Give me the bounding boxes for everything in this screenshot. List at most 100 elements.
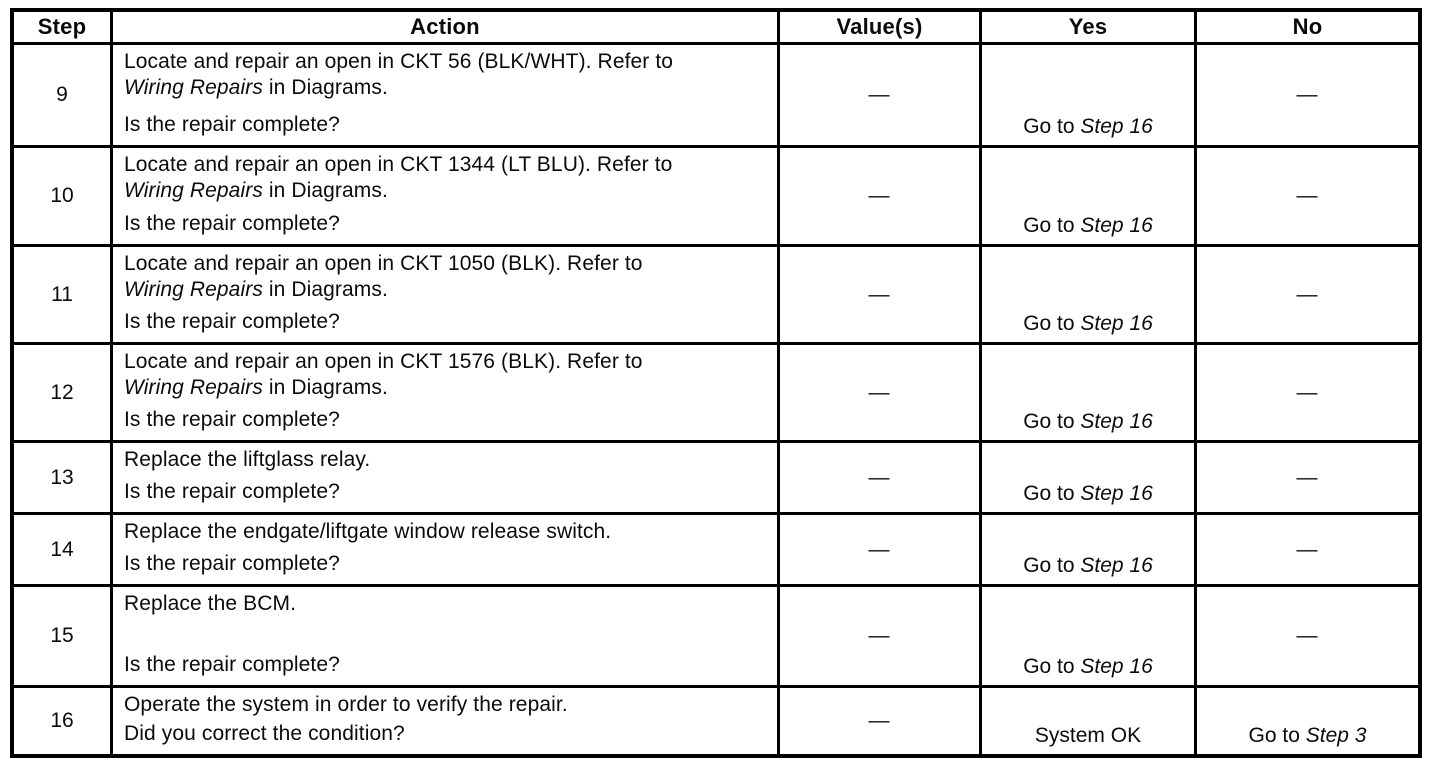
value-cell: — bbox=[780, 515, 979, 584]
action-cell: Operate the system in order to verify th… bbox=[113, 688, 777, 754]
yes-text: Go to Step 16 bbox=[1023, 410, 1153, 434]
action-reference: Wiring Repairs bbox=[124, 179, 263, 203]
action-cell: Replace the liftglass relay. Is the repa… bbox=[113, 443, 777, 512]
action-reference: Wiring Repairs bbox=[124, 278, 263, 302]
action-line2-rest: in Diagrams. bbox=[262, 76, 388, 100]
no-cell: — bbox=[1197, 247, 1418, 342]
yes-text: Go to Step 16 bbox=[1023, 312, 1153, 336]
yes-text: Go to Step 16 bbox=[1023, 115, 1153, 139]
yes-cell: Go to Step 16 bbox=[982, 247, 1194, 342]
yes-cell: Go to Step 16 bbox=[982, 345, 1194, 440]
action-cell: Locate and repair an open in CKT 1576 (B… bbox=[113, 345, 777, 440]
yes-prefix: Go to bbox=[1023, 554, 1081, 577]
yes-text: Go to Step 16 bbox=[1023, 655, 1153, 679]
action-question: Is the repair complete? bbox=[124, 551, 340, 575]
action-line2: Wiring Repairs in Diagrams. bbox=[124, 375, 769, 401]
action-text: Locate and repair an open in CKT 1344 (L… bbox=[124, 152, 769, 204]
step-number: 11 bbox=[14, 247, 110, 342]
action-line2-rest: in Diagrams. bbox=[262, 179, 388, 203]
action-text: Locate and repair an open in CKT 1576 (B… bbox=[124, 349, 769, 401]
no-cell: — bbox=[1197, 148, 1418, 244]
action-text: Locate and repair an open in CKT 56 (BLK… bbox=[124, 49, 769, 101]
action-cell: Locate and repair an open in CKT 56 (BLK… bbox=[113, 45, 777, 145]
step-number: 15 bbox=[14, 587, 110, 685]
diagnostic-table: Step Action Value(s) Yes No 9 Locate and… bbox=[10, 8, 1422, 758]
yes-cell: Go to Step 16 bbox=[982, 515, 1194, 584]
action-line1: Locate and repair an open in CKT 1344 (L… bbox=[124, 153, 673, 176]
action-reference: Wiring Repairs bbox=[124, 76, 263, 100]
value-cell: — bbox=[780, 587, 979, 685]
no-cell: — bbox=[1197, 515, 1418, 584]
no-cell: — bbox=[1197, 45, 1418, 145]
header-step: Step bbox=[14, 12, 110, 42]
step-number: 10 bbox=[14, 148, 110, 244]
action-line1: Locate and repair an open in CKT 1050 (B… bbox=[124, 252, 643, 275]
header-values: Value(s) bbox=[780, 12, 979, 42]
yes-prefix: Go to bbox=[1023, 410, 1081, 433]
action-cell: Replace the BCM. Is the repair complete? bbox=[113, 587, 777, 685]
yes-text: Go to Step 16 bbox=[1023, 214, 1153, 238]
no-cell: Go to Step 3 bbox=[1197, 688, 1418, 754]
action-line2: Wiring Repairs in Diagrams. bbox=[124, 75, 769, 101]
action-cell: Replace the endgate/liftgate window rele… bbox=[113, 515, 777, 584]
action-reference: Wiring Repairs bbox=[124, 376, 263, 400]
action-question: Is the repair complete? bbox=[124, 211, 340, 235]
yes-text: System OK bbox=[1035, 724, 1141, 748]
header-yes: Yes bbox=[982, 12, 1194, 42]
yes-cell: Go to Step 16 bbox=[982, 45, 1194, 145]
action-cell: Locate and repair an open in CKT 1050 (B… bbox=[113, 247, 777, 342]
step-number: 16 bbox=[14, 688, 110, 754]
value-cell: — bbox=[780, 45, 979, 145]
value-cell: — bbox=[780, 148, 979, 244]
action-line2-rest: in Diagrams. bbox=[262, 376, 388, 400]
no-cell: — bbox=[1197, 587, 1418, 685]
yes-cell: Go to Step 16 bbox=[982, 587, 1194, 685]
yes-prefix: Go to bbox=[1023, 312, 1081, 335]
step-number: 13 bbox=[14, 443, 110, 512]
header-action: Action bbox=[113, 12, 777, 42]
value-cell: — bbox=[780, 345, 979, 440]
action-line2-rest: in Diagrams. bbox=[262, 278, 388, 302]
yes-step-ref: Step 16 bbox=[1080, 655, 1153, 678]
action-question: Is the repair complete? bbox=[124, 479, 340, 503]
value-cell: — bbox=[780, 247, 979, 342]
action-cell: Locate and repair an open in CKT 1344 (L… bbox=[113, 148, 777, 244]
action-line2: Wiring Repairs in Diagrams. bbox=[124, 178, 769, 204]
action-question: Is the repair complete? bbox=[124, 652, 340, 676]
yes-prefix: System OK bbox=[1034, 724, 1142, 747]
yes-prefix: Go to bbox=[1023, 115, 1081, 138]
yes-cell: System OK bbox=[982, 688, 1194, 754]
action-line1: Operate the system in order to verify th… bbox=[124, 693, 568, 716]
action-line1: Replace the BCM. bbox=[124, 592, 297, 615]
yes-step-ref: Step 16 bbox=[1080, 115, 1153, 138]
no-text: Go to Step 3 bbox=[1249, 724, 1367, 748]
action-line1: Locate and repair an open in CKT 56 (BLK… bbox=[124, 50, 674, 73]
header-no: No bbox=[1197, 12, 1418, 42]
yes-step-ref: Step 16 bbox=[1080, 554, 1153, 577]
yes-prefix: Go to bbox=[1023, 655, 1081, 678]
action-line1: Locate and repair an open in CKT 1576 (B… bbox=[124, 350, 643, 373]
no-step-ref: Step 3 bbox=[1305, 724, 1367, 747]
action-line1: Replace the endgate/liftgate window rele… bbox=[124, 520, 612, 543]
step-number: 12 bbox=[14, 345, 110, 440]
value-cell: — bbox=[780, 443, 979, 512]
step-number: 9 bbox=[14, 45, 110, 145]
action-question: Did you correct the condition? bbox=[124, 721, 405, 745]
yes-text: Go to Step 16 bbox=[1023, 554, 1153, 578]
action-line2: Wiring Repairs in Diagrams. bbox=[124, 277, 769, 303]
action-question: Is the repair complete? bbox=[124, 309, 340, 333]
action-question: Is the repair complete? bbox=[124, 407, 340, 431]
yes-cell: Go to Step 16 bbox=[982, 443, 1194, 512]
yes-step-ref: Step 16 bbox=[1080, 410, 1153, 433]
yes-prefix: Go to bbox=[1023, 482, 1081, 505]
step-number: 14 bbox=[14, 515, 110, 584]
yes-step-ref: Step 16 bbox=[1080, 312, 1153, 335]
action-question: Is the repair complete? bbox=[124, 112, 340, 136]
no-cell: — bbox=[1197, 345, 1418, 440]
yes-text: Go to Step 16 bbox=[1023, 482, 1153, 506]
no-prefix: Go to bbox=[1248, 724, 1306, 747]
no-cell: — bbox=[1197, 443, 1418, 512]
yes-cell: Go to Step 16 bbox=[982, 148, 1194, 244]
value-cell: — bbox=[780, 688, 979, 754]
action-line1: Replace the liftglass relay. bbox=[124, 448, 371, 471]
